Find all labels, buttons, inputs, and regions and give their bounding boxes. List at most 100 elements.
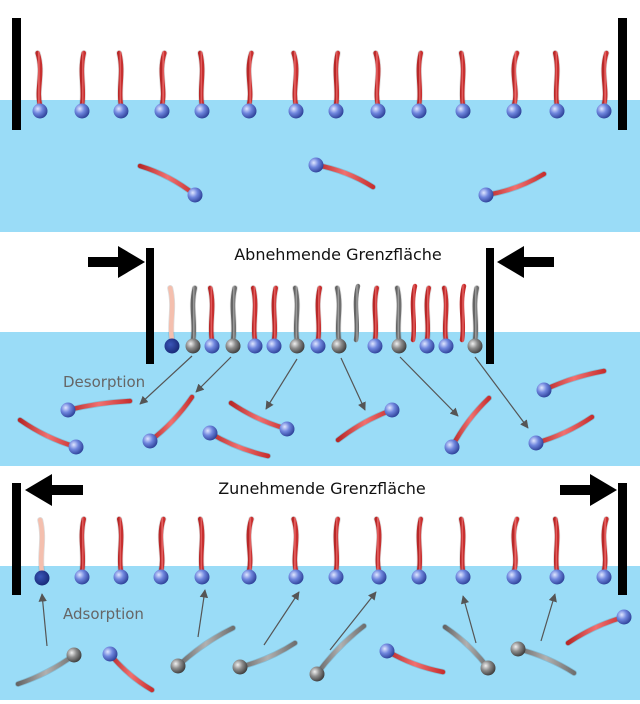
desorption-label: Desorption bbox=[63, 373, 145, 391]
tail bbox=[374, 516, 382, 574]
bottom-free-molecule-4 bbox=[232, 640, 298, 675]
arrow-middle-left-icon bbox=[88, 246, 145, 278]
tail bbox=[250, 285, 258, 343]
top-interface-molecule-14 bbox=[596, 50, 612, 119]
middle-free-molecule-7 bbox=[444, 395, 492, 455]
bottom-interface-molecule-3 bbox=[113, 516, 129, 585]
barrier-middle-left bbox=[146, 248, 154, 364]
tail bbox=[459, 283, 467, 343]
top-interface-molecule-9 bbox=[370, 50, 386, 119]
head bbox=[194, 103, 210, 119]
head bbox=[411, 569, 427, 585]
barrier-top-right bbox=[618, 18, 627, 130]
middle-free-molecule-4 bbox=[202, 425, 271, 459]
tail bbox=[372, 285, 380, 343]
tail bbox=[159, 50, 167, 108]
tail bbox=[230, 285, 238, 343]
top-interface-molecule-11 bbox=[455, 50, 471, 119]
head bbox=[202, 425, 218, 441]
head bbox=[411, 103, 427, 119]
head bbox=[288, 569, 304, 585]
head bbox=[309, 666, 325, 682]
expansion-arrows bbox=[25, 474, 617, 506]
middle-interface-molecule-1 bbox=[164, 285, 180, 354]
tail bbox=[315, 285, 323, 343]
desorption-arrow-6 bbox=[474, 356, 529, 429]
tail bbox=[167, 285, 175, 343]
middle-interface-molecule-10 bbox=[367, 285, 383, 354]
head bbox=[331, 338, 347, 354]
bottom-interface-molecule-13 bbox=[549, 516, 565, 585]
head bbox=[467, 338, 483, 354]
head bbox=[444, 439, 460, 455]
head bbox=[153, 569, 169, 585]
middle-free-molecule-9 bbox=[536, 368, 607, 398]
tail bbox=[116, 50, 124, 108]
barriers bbox=[12, 18, 627, 595]
head bbox=[370, 103, 386, 119]
head bbox=[289, 338, 305, 354]
head bbox=[596, 569, 612, 585]
panel-bottom-air bbox=[0, 466, 640, 566]
tail bbox=[158, 516, 166, 574]
tail bbox=[601, 516, 609, 574]
barrier-bottom-right bbox=[618, 483, 627, 595]
barrier-middle-right bbox=[486, 248, 494, 364]
middle-interface-molecule-9 bbox=[331, 285, 347, 354]
middle-free-molecule-1 bbox=[60, 398, 133, 418]
head bbox=[549, 103, 565, 119]
desorption-arrow-5 bbox=[399, 356, 459, 417]
tail bbox=[441, 285, 449, 343]
tail bbox=[373, 50, 381, 108]
bottom-interface-molecule-7 bbox=[288, 516, 304, 585]
barrier-top-left bbox=[12, 18, 21, 130]
tail bbox=[601, 50, 609, 108]
middle-interface-molecule-11 bbox=[391, 285, 407, 354]
desorption-arrow-4 bbox=[340, 357, 366, 411]
top-interface-molecule-4 bbox=[154, 50, 170, 119]
head bbox=[438, 338, 454, 354]
head bbox=[506, 569, 522, 585]
tail bbox=[79, 516, 87, 574]
top-interface-molecule-1 bbox=[32, 50, 48, 119]
head bbox=[536, 382, 552, 398]
head bbox=[328, 569, 344, 585]
middle-interface-molecule-8 bbox=[310, 285, 326, 354]
head bbox=[232, 659, 248, 675]
head bbox=[164, 338, 180, 354]
head bbox=[310, 338, 326, 354]
tail bbox=[190, 285, 198, 343]
tail bbox=[511, 516, 520, 574]
middle-interface-molecule-13 bbox=[438, 285, 454, 354]
head bbox=[510, 641, 526, 657]
head bbox=[371, 569, 387, 585]
middle-interface-molecule-12 bbox=[419, 285, 435, 354]
bottom-free-molecule-2 bbox=[102, 646, 155, 693]
bottom-interface-molecule-12 bbox=[506, 516, 522, 585]
bottom-free-molecule-1 bbox=[15, 647, 82, 687]
head bbox=[60, 402, 76, 418]
bottom-free-molecule-8 bbox=[510, 641, 577, 676]
tail bbox=[291, 50, 299, 108]
tail bbox=[35, 50, 43, 108]
top-interface-molecule-6 bbox=[241, 50, 257, 119]
bottom-interface-molecule-5 bbox=[194, 516, 210, 585]
head bbox=[102, 646, 118, 662]
surfactant-molecules bbox=[15, 50, 632, 693]
adsorption-label: Adsorption bbox=[63, 605, 144, 623]
tail bbox=[416, 50, 424, 108]
bottom-free-molecule-6 bbox=[379, 643, 446, 675]
tail bbox=[353, 283, 361, 343]
panel-top-air bbox=[0, 0, 640, 100]
middle-interface-molecule-3 bbox=[204, 285, 220, 354]
top-interface-molecule-10 bbox=[411, 50, 427, 119]
top-free-molecule-2 bbox=[308, 157, 376, 190]
middle-title: Abnehmende Grenzfläche bbox=[234, 245, 442, 264]
bottom-interface-molecule-1 bbox=[34, 517, 50, 586]
bottom-free-molecule-9 bbox=[565, 609, 632, 646]
tail bbox=[552, 50, 560, 108]
head bbox=[384, 402, 400, 418]
head bbox=[506, 103, 522, 119]
bottom-interface-molecule-14 bbox=[596, 516, 612, 585]
